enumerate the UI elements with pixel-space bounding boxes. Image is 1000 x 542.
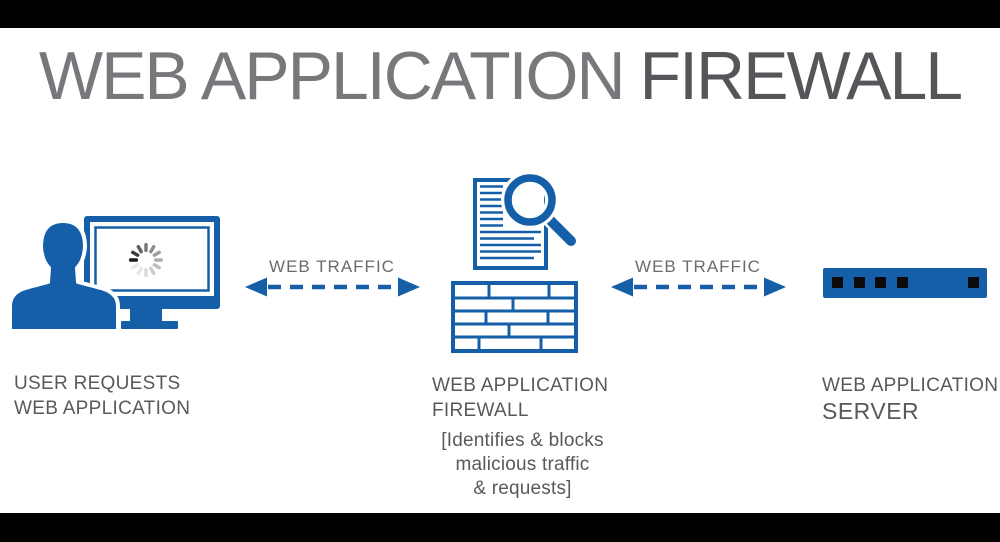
brick-mortar-lines [452,283,577,351]
user-node-label: USER REQUESTS WEB APPLICATION [14,371,190,421]
web-traffic-label-left: WEB TRAFFIC [269,257,395,276]
loading-spinner-icon [129,243,163,277]
person-silhouette-icon [8,219,120,333]
document-text-lines [480,185,541,260]
firewall-note-line1: [Identifies & blocks [441,430,604,451]
web-traffic-label-right: WEB TRAFFIC [635,257,761,276]
firewall-note-line2: malicious traffic [455,454,590,475]
top-letterbox-bar [0,0,1000,28]
title-fire-part: FIRE [639,38,789,114]
web-traffic-arrow-left [245,277,420,297]
document-magnifier-icon [473,171,579,270]
firewall-label-line1: WEB APPLICATION [432,375,609,396]
firewall-note: [Identifies & blocks malicious traffic &… [430,429,615,501]
server-appliance-icon [823,268,987,298]
bottom-letterbox-bar [0,513,1000,542]
user-label-line1: USER REQUESTS [14,373,181,394]
magnifying-glass-icon [501,171,579,249]
title-wall-part: WALL [786,38,963,114]
title-light-part: WEB APPLICATION [38,38,626,114]
firewall-label-line2: FIREWALL [432,400,529,421]
monitor-icon [84,216,220,329]
server-label-line1: WEB APPLICATION [822,375,999,396]
server-node-label: WEB APPLICATION SERVER [822,373,998,425]
web-traffic-arrow-right [611,277,786,297]
firewall-node-label: WEB APPLICATION FIREWALL [432,373,608,423]
user-at-monitor-icon [8,216,220,333]
user-label-line2: WEB APPLICATION [14,398,191,419]
brick-wall-icon [451,281,578,353]
server-label-line2: SERVER [822,398,920,424]
firewall-note-line3: & requests] [473,478,572,499]
